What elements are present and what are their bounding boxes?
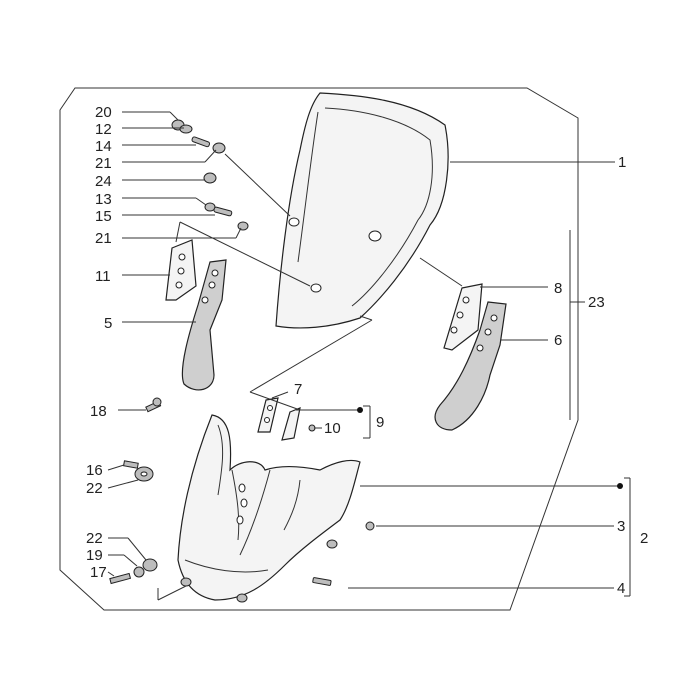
label-24: 24 xyxy=(95,173,112,190)
upper-fasteners xyxy=(171,119,249,231)
label-20: 20 xyxy=(95,104,112,121)
label-18: 18 xyxy=(90,403,107,420)
label-21-upper: 21 xyxy=(95,155,112,172)
leader-lines xyxy=(107,111,631,601)
label-9: 9 xyxy=(376,414,384,431)
label-2: 2 xyxy=(640,530,648,547)
label-3: 3 xyxy=(617,518,625,535)
label-21-lower: 21 xyxy=(95,230,112,247)
windshield-part xyxy=(275,92,449,329)
label-17: 17 xyxy=(90,564,107,581)
label-12: 12 xyxy=(95,121,112,138)
left-brackets xyxy=(165,239,227,391)
front-cowl-part xyxy=(177,414,375,603)
lower-fasteners xyxy=(109,460,158,585)
label-14: 14 xyxy=(95,138,112,155)
label-1: 1 xyxy=(618,154,626,171)
label-13: 13 xyxy=(95,191,112,208)
assembly-outline xyxy=(59,87,579,611)
label-11: 11 xyxy=(95,268,111,285)
right-brackets xyxy=(434,283,507,431)
label-19: 19 xyxy=(86,547,103,564)
label-16: 16 xyxy=(86,462,103,479)
screw-18 xyxy=(145,397,162,413)
label-7: 7 xyxy=(294,381,302,398)
label-23: 23 xyxy=(588,294,605,311)
label-22-upper: 22 xyxy=(86,480,103,497)
label-4: 4 xyxy=(617,580,625,597)
label-15: 15 xyxy=(95,208,112,225)
callout-labels: 20 12 14 21 24 13 15 21 11 5 1 8 23 6 18… xyxy=(86,104,648,597)
label-5: 5 xyxy=(104,315,112,332)
label-10: 10 xyxy=(324,420,341,437)
label-22-lower: 22 xyxy=(86,530,103,547)
center-brackets xyxy=(257,397,316,441)
label-6: 6 xyxy=(554,332,562,349)
label-8: 8 xyxy=(554,280,562,297)
